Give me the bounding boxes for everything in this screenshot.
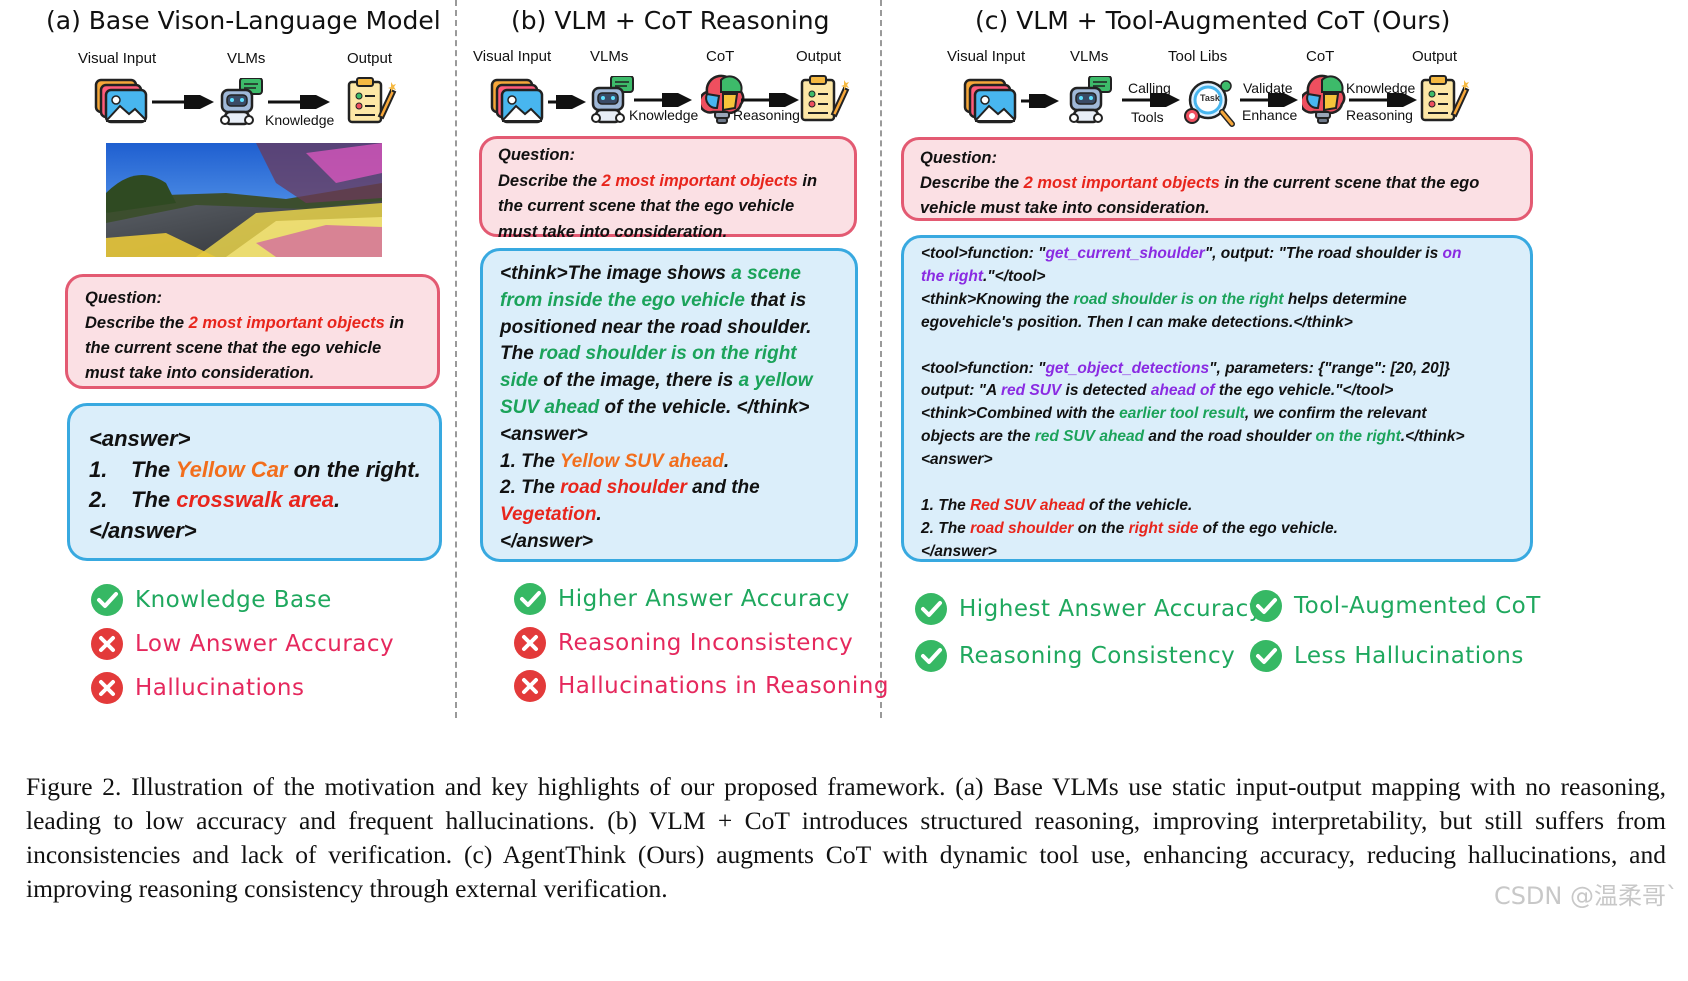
- reasoning-box-c: <tool>function: "get_current_shoulder", …: [901, 235, 1533, 562]
- label-visual-input: Visual Input: [947, 48, 1026, 65]
- question-text: in the current scene that the ego: [1219, 174, 1480, 192]
- label-calling: Calling: [1128, 80, 1171, 96]
- robot-icon: [1068, 76, 1113, 124]
- label-reasoning: Reasoning: [733, 107, 800, 123]
- panel-c-title: (c) VLM + Tool-Augmented CoT (Ours): [975, 6, 1451, 35]
- label-vlms: VLMs: [1070, 48, 1109, 65]
- document-pencil-icon: [347, 76, 398, 124]
- question-text: in: [384, 314, 405, 332]
- image-stack-icon: [94, 78, 148, 124]
- answer-close-tag: </answer>: [500, 530, 593, 552]
- cross-icon: [91, 672, 123, 704]
- label-cot: CoT: [706, 48, 735, 65]
- highlight-item: Hallucinations in Reasoning: [514, 670, 889, 702]
- label-tools: Tools: [1131, 109, 1164, 125]
- panel-b-title: (b) VLM + CoT Reasoning: [511, 6, 830, 35]
- image-stack-icon: [963, 78, 1017, 124]
- answer-item: 1.The Yellow Car on the right.: [89, 456, 421, 482]
- robot-icon: [219, 78, 264, 126]
- document-pencil-icon: [1420, 74, 1471, 122]
- label-enhance: Enhance: [1242, 107, 1298, 123]
- cross-icon: [514, 670, 546, 702]
- document-pencil-icon: [800, 74, 851, 122]
- highlight-item: Higher Answer Accuracy: [514, 583, 850, 615]
- check-icon: [915, 640, 947, 672]
- label-validate: Validate: [1243, 80, 1293, 96]
- label-cot: CoT: [1306, 48, 1335, 65]
- label-tool-libs: Tool Libs: [1168, 48, 1228, 65]
- reasoning-box-b: <think>The image shows a scene from insi…: [480, 248, 858, 562]
- check-icon: [1250, 640, 1282, 672]
- question-text: in: [797, 171, 818, 190]
- question-text: must take into consideration.: [498, 222, 728, 241]
- tool-badge-label: Task: [1200, 93, 1220, 103]
- arrow-icon: [268, 95, 330, 109]
- highlight-item: Hallucinations: [91, 672, 305, 704]
- question-text: the current scene that the ego vehicle: [85, 339, 382, 357]
- image-stack-icon: [490, 78, 544, 124]
- arrow-icon: [1122, 93, 1180, 107]
- arrow-icon: [152, 95, 214, 109]
- answer-box-a: <answer> 1.The Yellow Car on the right. …: [67, 403, 442, 561]
- question-text: must take into consideration.: [85, 364, 315, 382]
- label-visual-input: Visual Input: [78, 50, 157, 67]
- question-text: the current scene that the ego vehicle: [498, 197, 795, 215]
- cross-icon: [91, 628, 123, 660]
- brain-bulb-icon: [1302, 74, 1346, 125]
- arrow-icon: [1021, 94, 1059, 108]
- label-vlms: VLMs: [590, 48, 629, 65]
- question-text: vehicle must take into consideration.: [920, 199, 1210, 217]
- highlight-item: Reasoning Inconsistency: [514, 627, 853, 659]
- answer-item: 2.The crosswalk area.: [89, 487, 341, 512]
- label-output: Output: [347, 50, 393, 67]
- arrow-icon: [741, 93, 799, 107]
- watermark: CSDN @温柔哥`: [1493, 882, 1678, 910]
- label-visual-input: Visual Input: [473, 48, 552, 65]
- panel-divider-ab: [455, 0, 457, 718]
- highlight-item: Reasoning Consistency: [915, 640, 1235, 672]
- arrow-icon: [1240, 93, 1298, 107]
- question-highlight: 2 most important objects: [601, 171, 798, 190]
- panel-divider-bc: [880, 0, 882, 718]
- arrow-icon: [634, 93, 692, 107]
- highlight-item: Low Answer Accuracy: [91, 628, 394, 660]
- question-box-c: Question: Describe the 2 most important …: [901, 137, 1533, 221]
- answer-close-tag: </answer>: [89, 517, 197, 543]
- question-text: Describe the: [920, 174, 1024, 192]
- check-icon: [915, 593, 947, 625]
- highlight-item: Less Hallucinations: [1250, 640, 1524, 672]
- label-output: Output: [1412, 48, 1458, 65]
- label-output: Output: [796, 48, 842, 65]
- label-reasoning: Reasoning: [1346, 107, 1413, 123]
- question-text: Describe the: [498, 171, 602, 190]
- label-knowledge: Knowledge: [629, 107, 699, 123]
- arrow-icon: [548, 95, 586, 109]
- question-heading: Question:: [498, 146, 575, 164]
- scene-image: [106, 143, 382, 257]
- panel-a-title: (a) Base Vison-Language Model: [46, 6, 441, 35]
- label-vlms: VLMs: [227, 50, 266, 67]
- question-text: Describe the: [85, 314, 189, 332]
- highlight-item: Tool-Augmented CoT: [1250, 590, 1541, 622]
- question-box-b: Question: Describe the 2 most important …: [479, 136, 857, 241]
- arrow-icon: [1349, 93, 1417, 107]
- question-highlight: 2 most important objects: [188, 314, 385, 332]
- answer-open-tag: <answer>: [500, 423, 588, 445]
- question-highlight: 2 most important objects: [1023, 174, 1220, 192]
- label-knowledge: Knowledge: [265, 112, 335, 128]
- highlight-item: Knowledge Base: [91, 584, 332, 616]
- question-heading: Question:: [85, 289, 162, 307]
- question-heading: Question:: [920, 149, 997, 167]
- answer-open-tag: <answer>: [89, 426, 191, 451]
- check-icon: [514, 583, 546, 615]
- label-knowledge: Knowledge: [1346, 80, 1416, 96]
- highlight-item: Highest Answer Accuracy: [915, 593, 1263, 625]
- question-box-a: Question: Describe the 2 most important …: [65, 274, 440, 389]
- check-icon: [1250, 590, 1282, 622]
- cross-icon: [514, 627, 546, 659]
- figure-caption: Figure 2. Illustration of the motivation…: [26, 772, 1666, 903]
- check-icon: [91, 584, 123, 616]
